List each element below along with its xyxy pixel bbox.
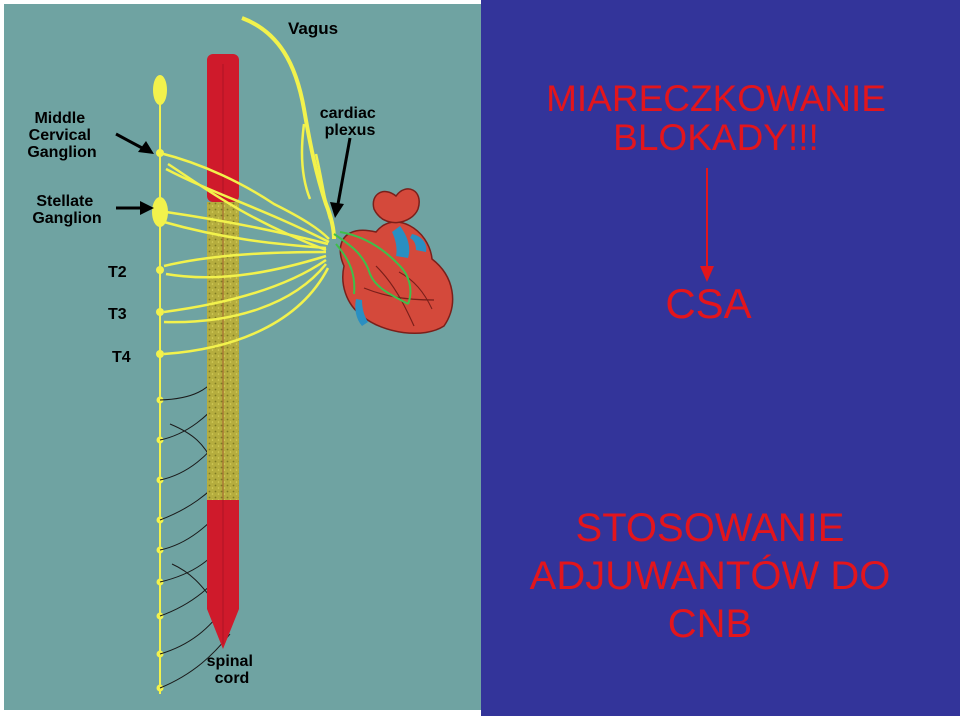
down-arrow xyxy=(700,168,714,282)
label-middle-line2: Cervical xyxy=(29,127,91,144)
label-t2: T2 xyxy=(108,264,127,281)
label-stellate-line2: Ganglion xyxy=(32,210,101,227)
label-spinal-line2: cord xyxy=(215,670,250,687)
title-heading: MIARECZKOWANIE BLOKADY!!! xyxy=(481,80,951,156)
text-panel: MIARECZKOWANIE BLOKADY!!! CSA STOSOWANIE… xyxy=(481,0,960,716)
label-middle-line3: Ganglion xyxy=(27,144,96,161)
middle-ganglion-arrow xyxy=(115,132,145,151)
svg-text:Middle Cervical: Middle Cervical Ganglion xyxy=(27,110,96,161)
diagram-background xyxy=(4,4,481,710)
label-vagus: Vagus xyxy=(288,19,338,38)
superior-ganglion xyxy=(153,75,167,105)
svg-text:Stellate Ganglion: Stellate Ganglion xyxy=(32,193,101,227)
label-spinal-line1: spinal xyxy=(207,653,253,670)
sympathetic-chain xyxy=(152,75,168,694)
label-middle-line1: Middle xyxy=(34,110,85,127)
heart-illustration xyxy=(333,188,454,335)
title-line2: BLOKADY!!! xyxy=(613,117,819,158)
stellate-ganglion-node xyxy=(152,197,168,227)
svg-text:spinal cord: spinal cord xyxy=(207,653,258,687)
label-stellate-line1: Stellate xyxy=(36,193,93,210)
bottom-heading: STOSOWANIE ADJUWANTÓW DO CNB xyxy=(481,508,939,644)
csa-heading: CSA xyxy=(665,280,752,327)
cardiac-nerves xyxy=(159,151,330,356)
vagus-nerve xyxy=(241,16,336,240)
label-t4: T4 xyxy=(112,349,131,366)
spinal-cord xyxy=(207,54,239,649)
arrows xyxy=(115,132,352,218)
label-t3: T3 xyxy=(108,306,127,323)
label-cardiac-line2: plexus xyxy=(325,122,376,139)
bottom-line2: ADJUWANTÓW DO xyxy=(529,554,891,598)
cardiac-plexus-arrow xyxy=(336,137,352,205)
svg-text:cardiac plexus: cardiac plexus xyxy=(320,105,381,139)
title-line1: MIARECZKOWANIE xyxy=(546,78,886,119)
bottom-line3: CNB xyxy=(667,602,753,646)
cardiac-innervation-diagram: Middle Cervical Ganglion Stellate Gangli… xyxy=(4,4,481,710)
bottom-line1: STOSOWANIE xyxy=(575,506,845,550)
label-cardiac-line1: cardiac xyxy=(320,105,376,122)
